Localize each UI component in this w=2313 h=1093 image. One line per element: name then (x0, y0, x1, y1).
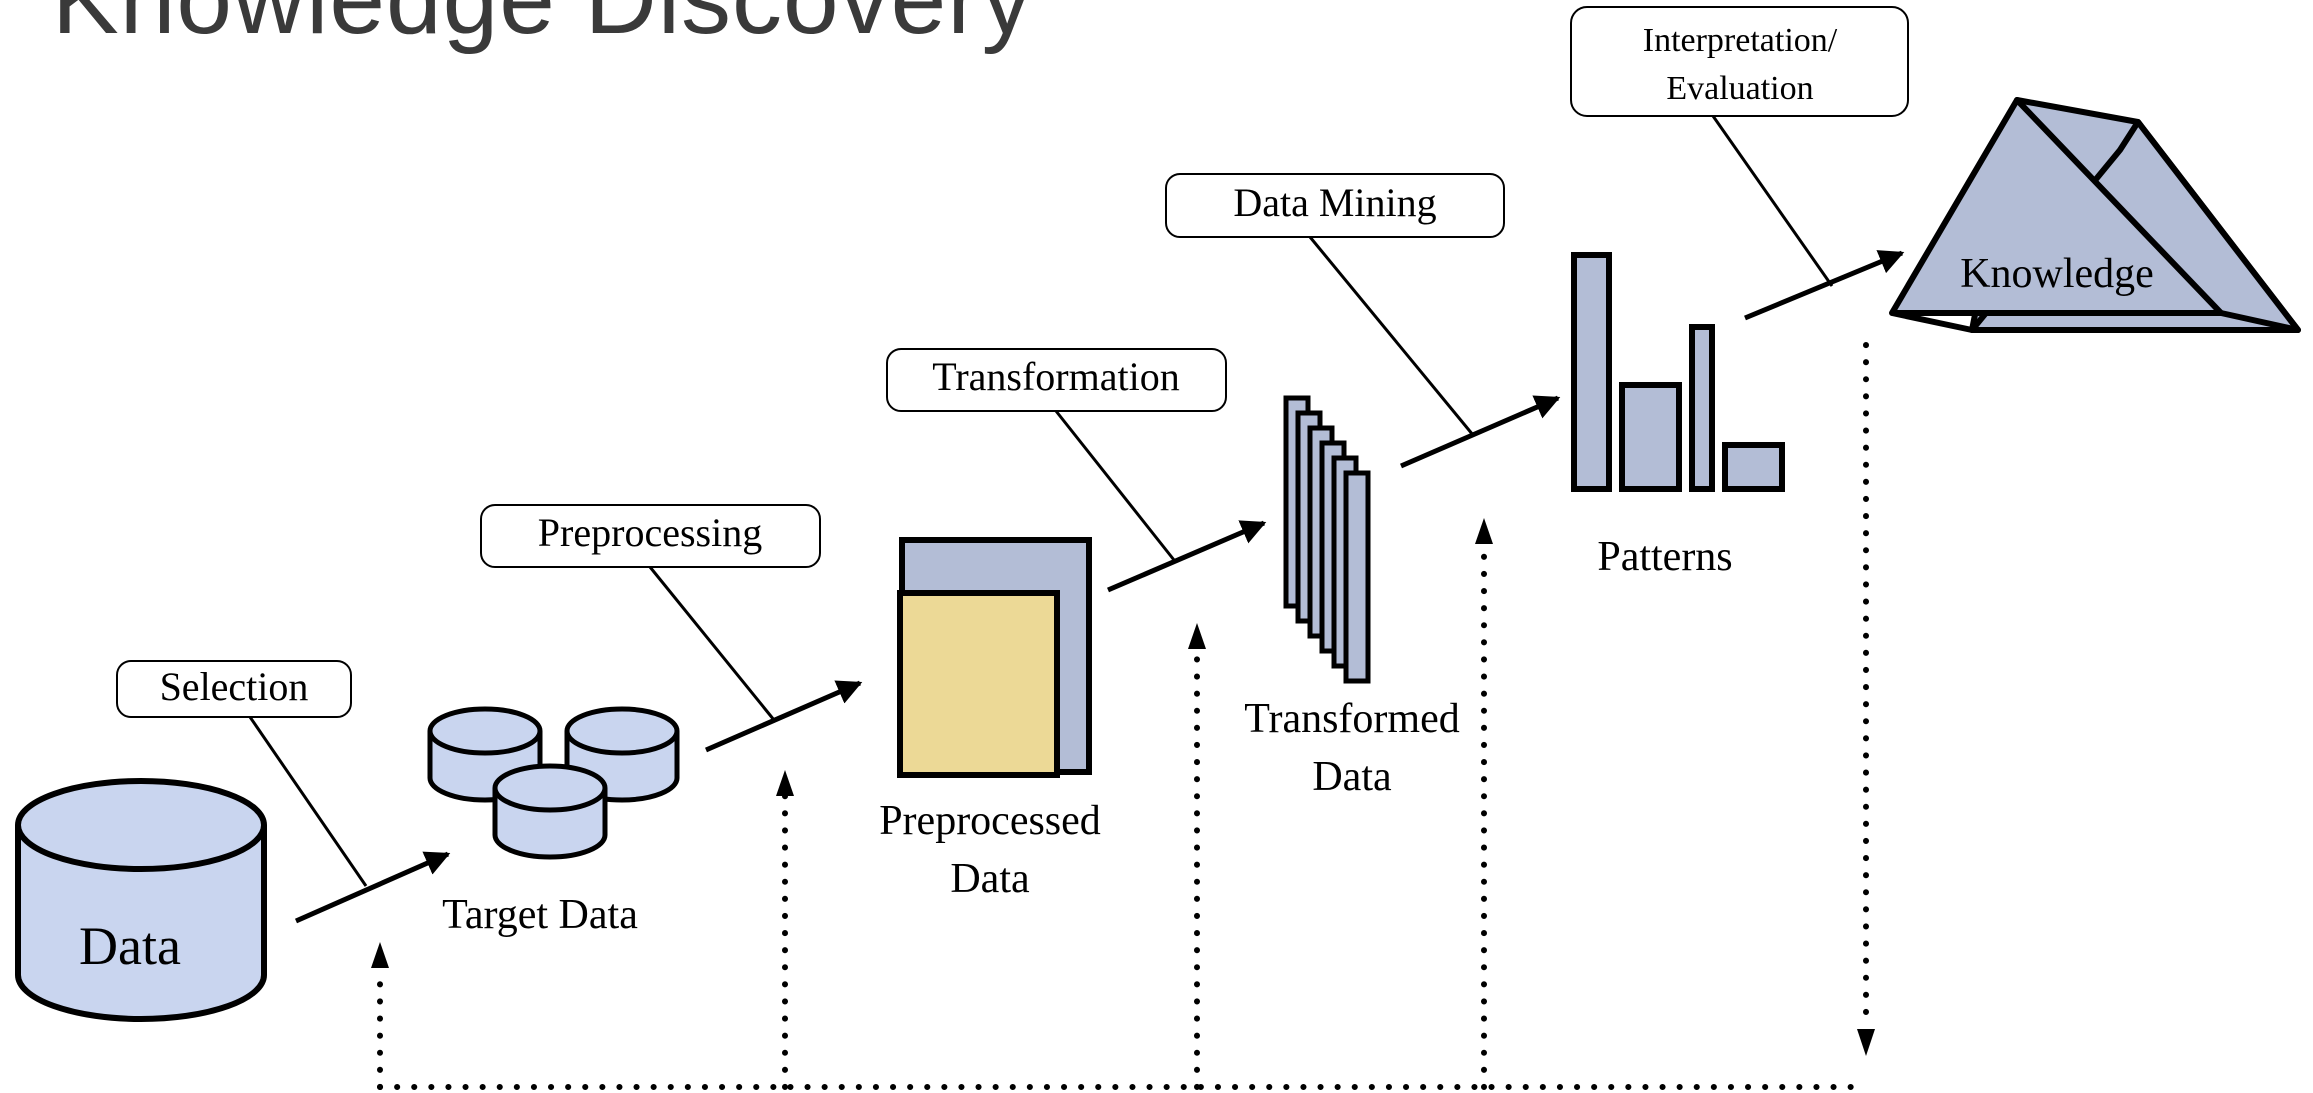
pattern-bar-4 (1722, 442, 1785, 492)
interpretation-label-line2: Evaluation (1666, 70, 1813, 107)
transformation-step: Transformation (886, 348, 1227, 561)
data-mining-label: Data Mining (1233, 180, 1436, 225)
knowledge-triangle (1889, 97, 2301, 333)
preprocessing-step: Preprocessing (480, 504, 821, 721)
process-arrows (294, 250, 1905, 924)
transformed-data-stack (1283, 395, 1371, 684)
arrow-transformation (1107, 520, 1267, 593)
feedback-arrowhead-down (1857, 1029, 1875, 1056)
feedback-loop (377, 342, 1869, 1090)
preprocessing-label: Preprocessing (538, 510, 762, 555)
data-mining-step: Data Mining (1165, 173, 1505, 436)
preprocessed-data-label-line1: Preprocessed (879, 798, 1101, 844)
page-title: Knowledge Discovery (52, 0, 1033, 57)
transformed-data-label-line2: Data (1312, 754, 1392, 800)
target-data-label: Target Data (442, 892, 638, 938)
feedback-arrowhead-3 (1188, 623, 1206, 649)
arrow-selection (294, 851, 451, 924)
arrow-data-mining (1400, 395, 1561, 469)
feedback-arrowhead-2 (776, 770, 794, 796)
feedback-arrowheads (371, 518, 1875, 1056)
arrow-preprocessing (705, 680, 863, 753)
interpretation-step: Interpretation/ Evaluation (1570, 6, 1909, 287)
transformed-data-label-line1: Transformed (1244, 696, 1459, 742)
preprocessed-data-label-line2: Data (950, 856, 1030, 902)
pattern-bar-2 (1619, 382, 1682, 492)
target-data-cylinders (427, 706, 680, 860)
selection-label: Selection (160, 664, 309, 709)
knowledge-label: Knowledge (1960, 251, 2154, 297)
feedback-arrowhead-4 (1475, 518, 1493, 544)
selection-step: Selection (116, 660, 368, 887)
target-cylinder-front (492, 763, 608, 860)
interpretation-label-line1: Interpretation/ (1643, 22, 1838, 59)
patterns-bars (1571, 252, 1785, 492)
data-label: Data (79, 916, 181, 976)
pattern-bar-3 (1689, 324, 1715, 492)
data-cylinder: Data (15, 778, 267, 1022)
pattern-bar-1 (1571, 252, 1612, 492)
feedback-arrowhead-1 (371, 942, 389, 968)
arrow-interpretation (1744, 250, 1905, 321)
transformation-label: Transformation (932, 354, 1179, 399)
preprocessed-data-shape (897, 537, 1092, 778)
patterns-label: Patterns (1597, 534, 1732, 580)
